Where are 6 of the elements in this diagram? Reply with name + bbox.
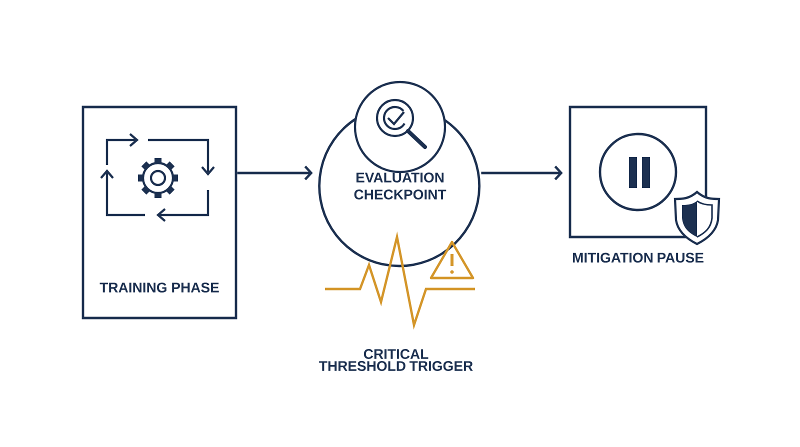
arrow bbox=[481, 166, 563, 180]
node-label: MITIGATION PAUSE bbox=[572, 252, 704, 263]
arrow bbox=[237, 166, 313, 180]
process-box: TRAINING PHASE bbox=[82, 106, 238, 320]
caption-text: CRITICAL THRESHOLD TRIGGER bbox=[319, 349, 473, 371]
mitigation-box: MITIGATION PAUSE bbox=[568, 106, 708, 263]
